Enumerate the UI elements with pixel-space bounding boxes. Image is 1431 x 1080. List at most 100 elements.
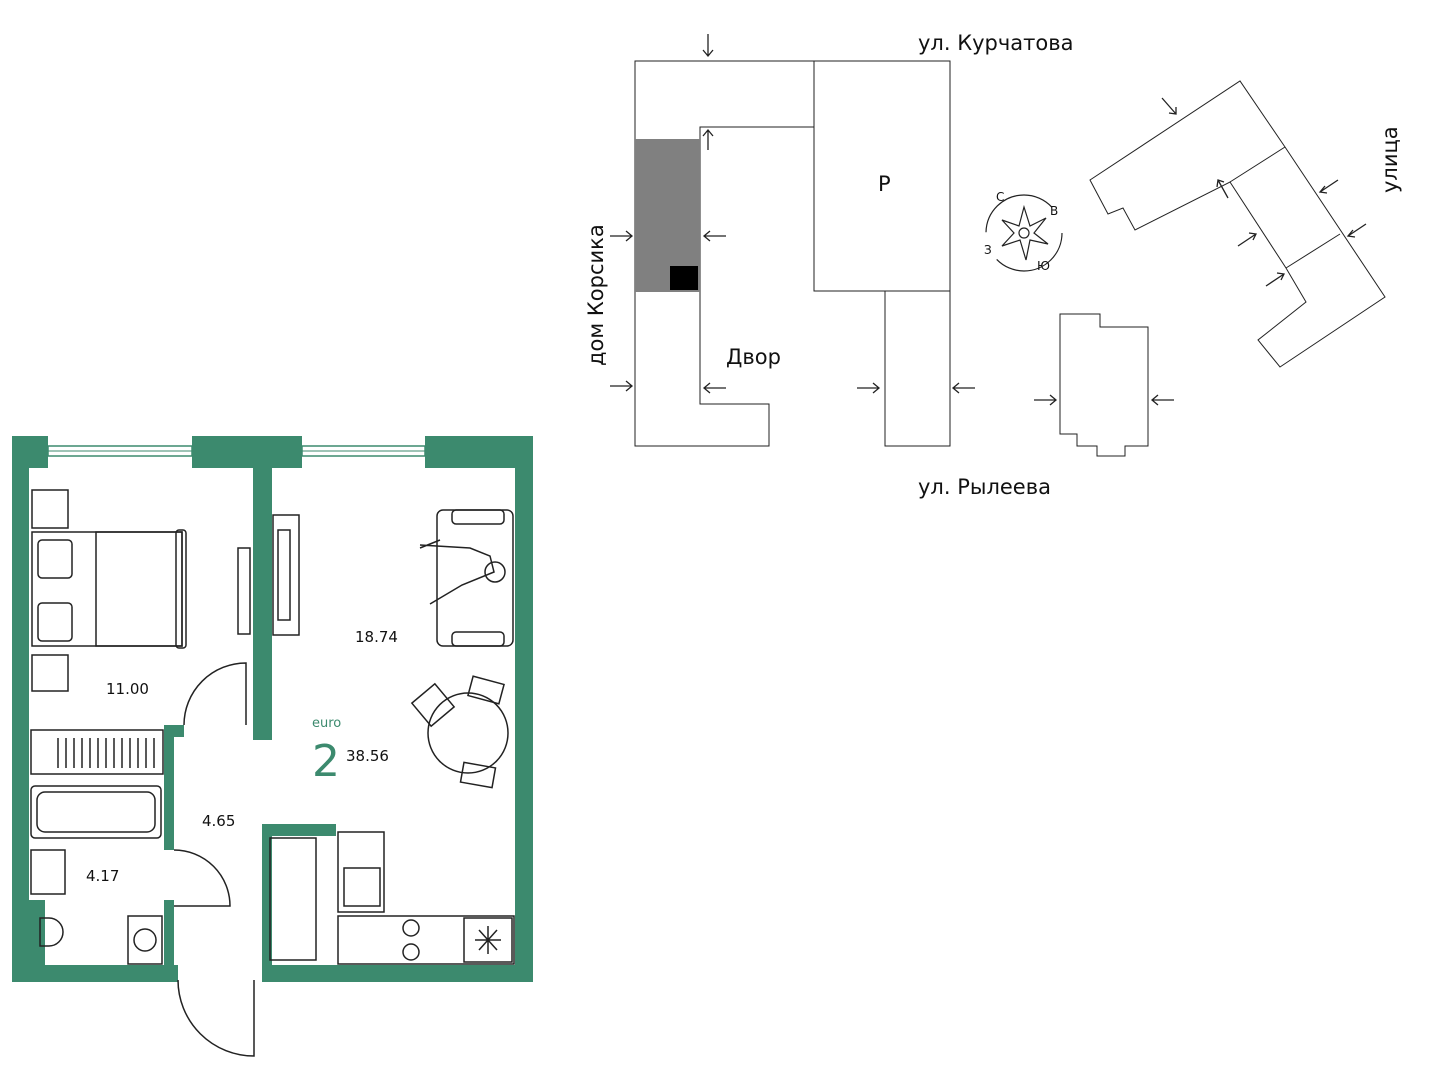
compass-south: Ю: [1037, 259, 1050, 273]
nightstand-top: [31, 489, 69, 529]
stove-burner-1: [402, 919, 420, 937]
apartment-location-marker: [670, 266, 698, 290]
bed: [31, 531, 183, 647]
washing-machine: [127, 915, 163, 965]
arrow-icon: [702, 382, 726, 394]
arrow-icon: [1318, 179, 1339, 194]
wall-hall-lower: [164, 900, 174, 980]
exterior-walls: [12, 436, 533, 982]
wall-bottom-right: [262, 965, 533, 982]
neighbor-building-label: дом Корсика: [584, 224, 608, 366]
wall-right: [515, 436, 533, 982]
wall-bedroom-living: [253, 460, 272, 740]
tv-bedroom: [237, 547, 251, 635]
arrow-icon: [610, 380, 634, 392]
person-head: [484, 561, 506, 583]
layout-tag: euro: [312, 716, 341, 731]
nightstand-bottom: [31, 654, 69, 692]
wall-top-middle: [192, 436, 302, 468]
street-north-label: ул. Курчатова: [918, 31, 1073, 55]
arrow-icon: [1161, 97, 1177, 115]
parking-building: [813, 60, 951, 292]
chair-2: [467, 675, 505, 705]
bed-mattress: [95, 531, 183, 647]
building-angled: [1089, 80, 1386, 368]
bath-area-label: 4.17: [86, 867, 119, 885]
kitchen-unit-sink: [337, 831, 385, 913]
bathtub-inner: [36, 791, 156, 833]
bathroom-sink: [30, 849, 66, 895]
building-east-small: [1059, 313, 1149, 457]
tv-living: [277, 529, 291, 621]
compass-star: [1001, 204, 1049, 261]
wall-hall-left: [164, 725, 174, 850]
arrow-icon: [1216, 179, 1229, 199]
arrow-icon: [1034, 394, 1058, 406]
sofa-back-top: [451, 509, 505, 525]
compass-icon: [985, 194, 1063, 272]
kitchen-sink: [343, 867, 381, 907]
fridge: [463, 917, 513, 963]
site-plan: С В Ю З ул. Курчатова ул. Рылеева улица …: [584, 31, 1402, 499]
wardrobe-hangers: [57, 738, 155, 768]
arrow-icon: [1237, 232, 1257, 247]
door-bathroom: [173, 849, 231, 907]
compass-west: З: [984, 243, 992, 257]
door-entrance: [177, 979, 255, 1057]
arrow-icon: [951, 382, 975, 394]
hall-area-label: 4.65: [202, 812, 235, 830]
stove-burner-2: [402, 943, 420, 961]
arrow-icon: [610, 230, 634, 242]
wall-top-right: [425, 436, 525, 468]
street-east-label: улица: [1378, 126, 1402, 193]
sofa-back-bottom: [451, 631, 505, 647]
wall-left: [12, 436, 29, 982]
wall-kitchen-left: [262, 824, 272, 974]
chair-1: [410, 682, 456, 728]
furniture: [30, 489, 515, 1057]
kitchen-counter: [337, 915, 515, 965]
bed-footboard: [175, 529, 187, 649]
bathtub: [30, 785, 162, 839]
arrow-icon: [702, 128, 714, 150]
dining-table: [427, 692, 509, 774]
bedroom-area-label: 11.00: [106, 680, 149, 698]
fridge-snowflake-icon: [475, 926, 501, 954]
washing-machine-drum: [133, 928, 157, 952]
windows: [47, 445, 426, 457]
people-on-sofa: [419, 539, 495, 605]
building-south: [884, 290, 951, 447]
site-buildings: [634, 60, 1386, 457]
wardrobe-hall: [269, 837, 317, 961]
toilet: [39, 917, 64, 947]
living-area-label: 18.74: [355, 628, 398, 646]
arrow-icon: [857, 382, 881, 394]
compass-ring: [985, 194, 1063, 272]
sofa: [436, 509, 514, 647]
pillow-bottom: [37, 602, 73, 642]
compass-north: С: [996, 190, 1004, 204]
wall-kitchen-top: [262, 824, 336, 836]
total-area-label: 38.56: [346, 747, 389, 765]
floor-plan: 11.00 18.74 4.65 4.17 euro 2 38.56: [12, 436, 533, 1057]
courtyard-label: Двор: [726, 345, 781, 369]
parking-label: Р: [878, 172, 891, 196]
wall-bath-stub: [29, 900, 45, 965]
rooms-count: 2: [312, 736, 340, 787]
wardrobe-bedroom: [30, 729, 164, 775]
street-south-label: ул. Рылеева: [918, 475, 1051, 499]
wall-bottom-left: [12, 965, 178, 982]
compass-center: [1018, 227, 1030, 239]
arrow-icon: [1265, 272, 1285, 287]
building-angled-sections: [1229, 146, 1341, 269]
arrow-icon: [702, 230, 726, 242]
door-bedroom: [183, 662, 247, 726]
arrow-icon: [1346, 223, 1367, 238]
arrow-icon: [1150, 394, 1174, 406]
entrance-arrows: [610, 34, 1367, 406]
compass-east: В: [1050, 204, 1058, 218]
chair-3: [459, 761, 497, 789]
tv-stand-living: [272, 514, 300, 636]
arrow-icon: [702, 34, 714, 58]
